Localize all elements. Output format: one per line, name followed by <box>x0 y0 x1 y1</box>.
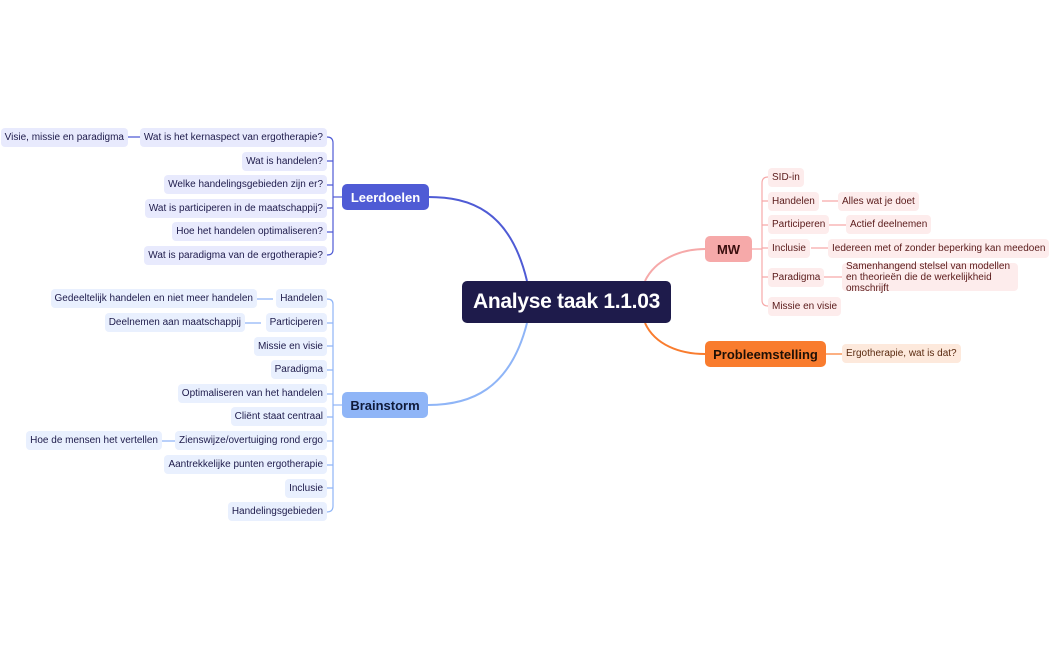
leerdoelen-item[interactable]: Wat is paradigma van de ergotherapie? <box>144 246 327 265</box>
brainstorm-item[interactable]: Participeren <box>265 313 327 332</box>
brainstorm-item[interactable]: Optimaliseren van het handelen <box>177 384 327 403</box>
leerdoelen-item[interactable]: Wat is participeren in de maatschappij? <box>144 199 327 218</box>
mw-subitem[interactable]: Iedereen met of zonder beperking kan mee… <box>828 239 1050 258</box>
brainstorm-item[interactable]: Paradigma <box>270 360 327 379</box>
leerdoelen-item[interactable]: Wat is het kernaspect van ergotherapie? <box>139 128 327 147</box>
brainstorm-subitem[interactable]: Gedeeltelijk handelen en niet meer hande… <box>50 289 257 308</box>
mw-item[interactable]: Missie en visie <box>768 297 842 316</box>
brainstorm-item[interactable]: Aantrekkelijke punten ergotherapie <box>164 455 327 474</box>
branch-mw[interactable]: MW <box>705 236 752 262</box>
branch-brainstorm[interactable]: Brainstorm <box>342 392 428 418</box>
leerdoelen-subitem[interactable]: Visie, missie en paradigma <box>0 128 128 147</box>
leerdoelen-item[interactable]: Wat is handelen? <box>242 152 327 171</box>
brainstorm-item[interactable]: Missie en visie <box>253 337 327 356</box>
mw-item[interactable]: SID-in <box>768 168 804 187</box>
branch-probleemstelling[interactable]: Probleemstelling <box>705 341 826 367</box>
brainstorm-item[interactable]: Cliënt staat centraal <box>230 407 327 426</box>
mw-subitem[interactable]: Actief deelnemen <box>846 215 932 234</box>
central-topic[interactable]: Analyse taak 1.1.03 <box>462 281 671 323</box>
branch-leerdoelen[interactable]: Leerdoelen <box>342 184 429 210</box>
brainstorm-item[interactable]: Handelen <box>276 289 327 308</box>
brainstorm-item[interactable]: Zienswijze/overtuiging rond ergo <box>175 431 327 450</box>
mw-subitem[interactable]: Alles wat je doet <box>838 192 919 211</box>
mw-item[interactable]: Handelen <box>768 192 819 211</box>
brainstorm-item[interactable]: Handelingsgebieden <box>227 502 327 521</box>
mw-item[interactable]: Participeren <box>768 215 830 234</box>
mw-item[interactable]: Paradigma <box>768 268 825 287</box>
leerdoelen-item[interactable]: Hoe het handelen optimaliseren? <box>172 222 327 241</box>
mw-item[interactable]: Inclusie <box>768 239 810 258</box>
mw-subitem[interactable]: Samenhangend stelsel van modellen en the… <box>842 261 1018 294</box>
brainstorm-subitem[interactable]: Hoe de mensen het vertellen <box>26 431 162 450</box>
probleemstelling-item[interactable]: Ergotherapie, wat is dat? <box>842 344 961 363</box>
brainstorm-item[interactable]: Inclusie <box>285 479 327 498</box>
leerdoelen-item[interactable]: Welke handelingsgebieden zijn er? <box>164 175 327 194</box>
brainstorm-subitem[interactable]: Deelnemen aan maatschappij <box>104 313 245 332</box>
